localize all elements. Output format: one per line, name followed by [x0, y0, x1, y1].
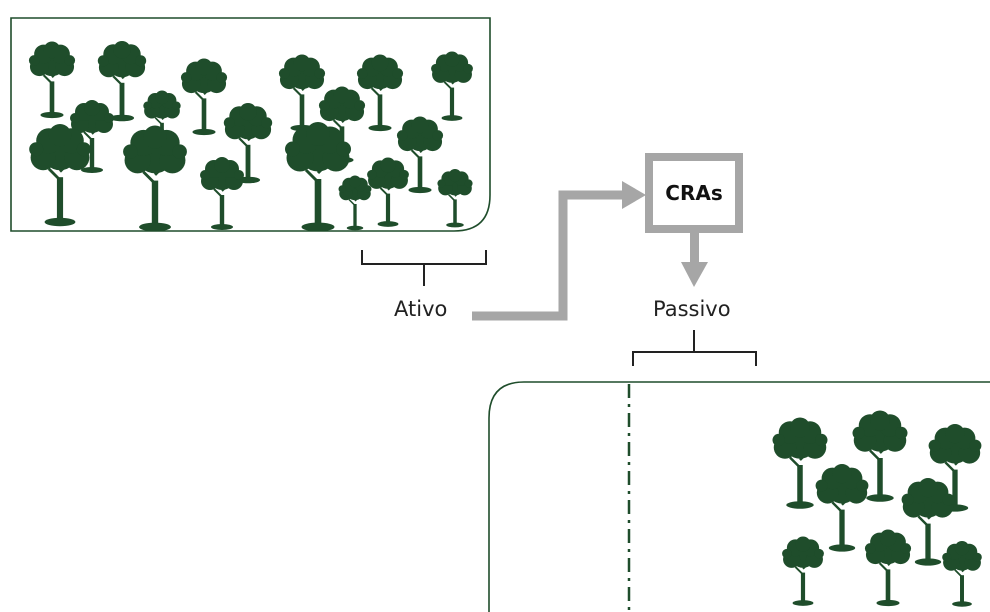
passivo-brace: [632, 330, 757, 366]
ativo-brace: [361, 250, 487, 286]
flow-arrow-line: [472, 190, 626, 321]
down-arrow-shaft: [690, 232, 699, 266]
tree-icon: [814, 462, 870, 553]
ativo-label: Ativo: [394, 297, 448, 321]
tree-icon: [941, 540, 983, 608]
cras-box: CRAs: [645, 153, 743, 233]
tree-icon: [863, 528, 913, 608]
arrow-right-icon: [622, 181, 646, 209]
cras-label: CRAs: [665, 181, 723, 205]
tree-icon: [781, 535, 825, 607]
passivo-forest: [771, 409, 983, 608]
arrow-down-icon: [681, 262, 708, 287]
passivo-label: Passivo: [653, 297, 731, 321]
